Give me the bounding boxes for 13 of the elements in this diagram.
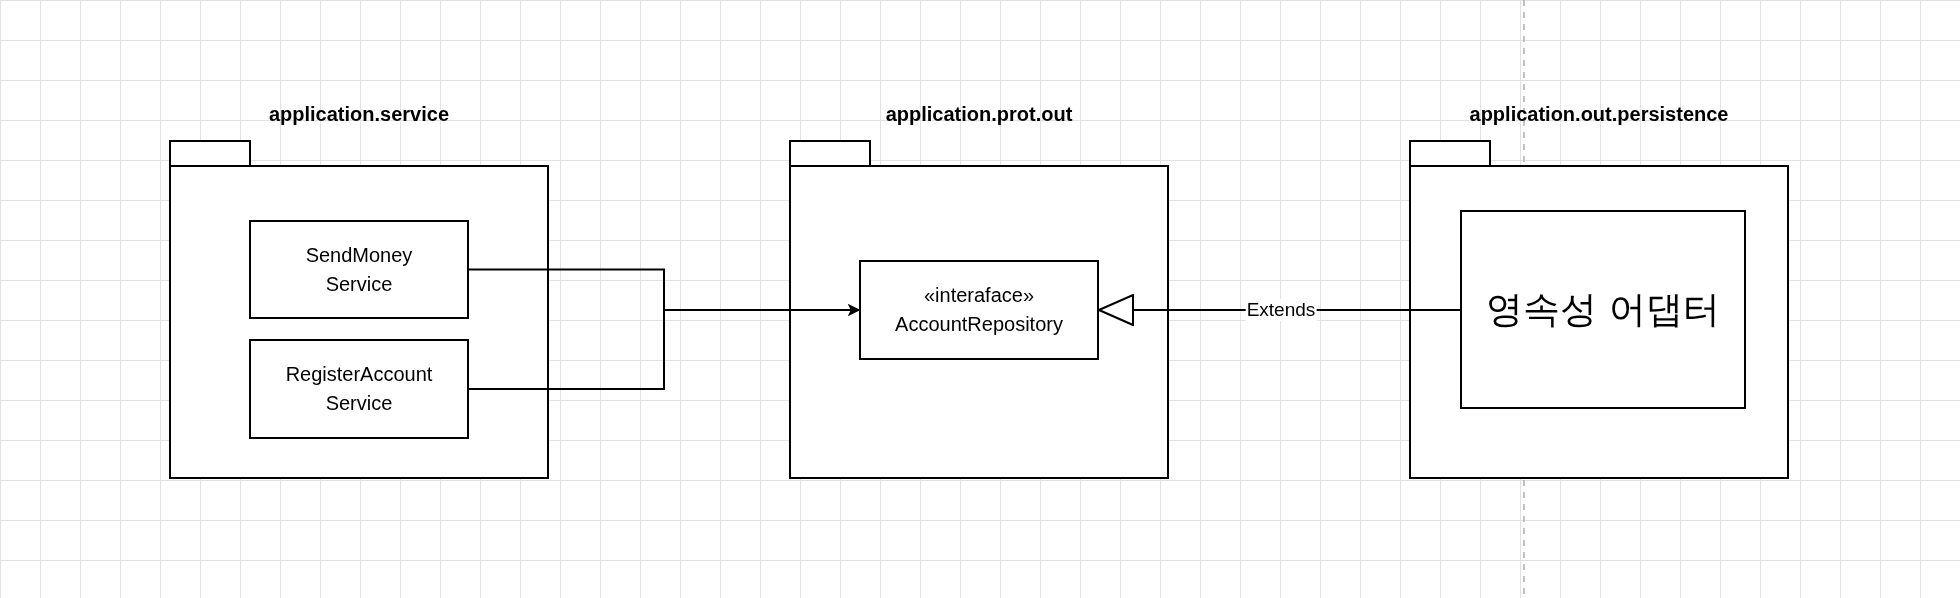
class-box [1460,210,1746,409]
package-title: application.prot.out [884,102,1074,127]
arrow [1098,294,1461,326]
package-title: application.service [267,102,451,127]
package-title: application.out.persistence [1468,102,1730,127]
arrow [468,304,860,390]
class-name: «interaface» AccountRepository [895,283,1063,337]
class-name: RegisterAccount Service [285,362,433,416]
class-box [859,260,1099,360]
edge-label: Extends [1245,299,1317,321]
class-box [249,339,469,439]
class-name: SendMoney Service [305,242,413,297]
class-box [249,220,469,319]
